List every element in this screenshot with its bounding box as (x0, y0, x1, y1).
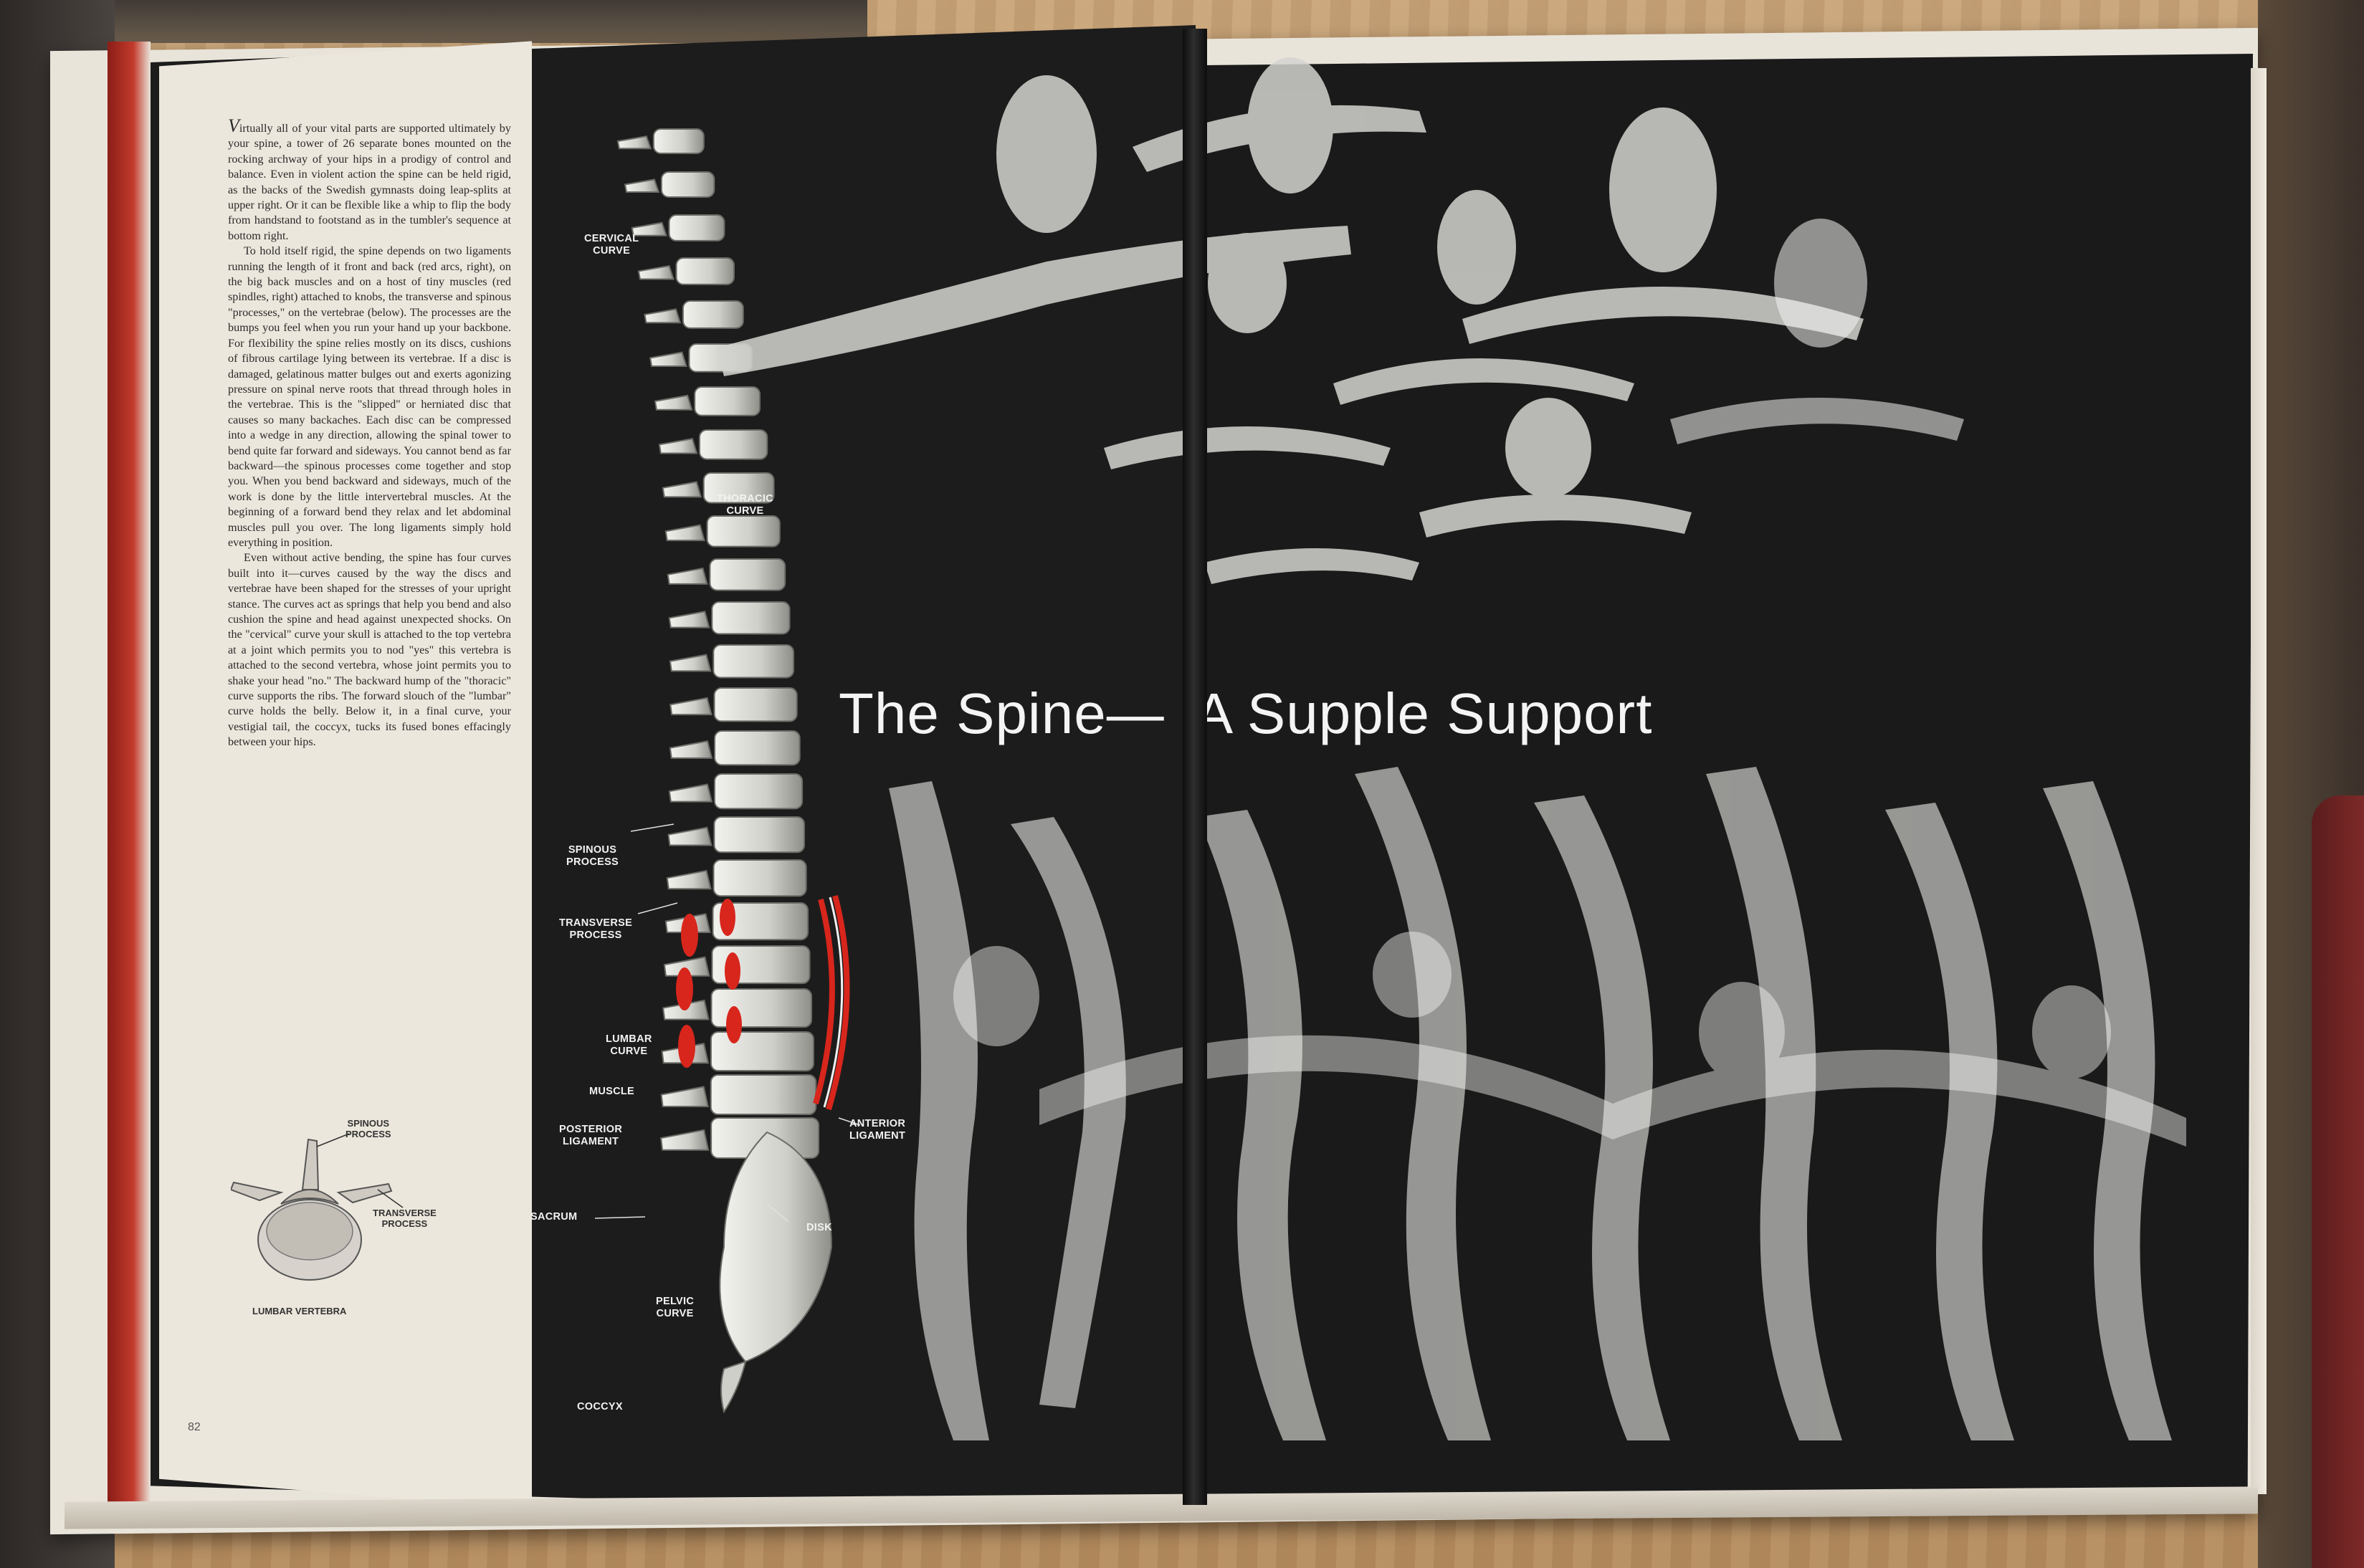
vertebra (713, 816, 806, 854)
vertebra (694, 386, 761, 416)
spinous-process-shape (663, 956, 710, 977)
vertebra (712, 859, 807, 897)
spinous-process-shape (669, 654, 712, 672)
spinous-process-shape (654, 394, 693, 411)
tumbler-sequence-photo (889, 767, 2186, 1440)
page-stack-edge (2251, 68, 2267, 1494)
spinous-process-shape (631, 221, 667, 236)
article-paragraph-1: Virtually all of your vital parts are su… (228, 115, 511, 242)
spinous-process-shape (637, 264, 675, 280)
vertebra (706, 515, 781, 548)
vertebra (709, 558, 786, 591)
vertebra (675, 257, 735, 285)
leaping-gymnasts-photo (717, 57, 1964, 584)
vertebra (702, 472, 775, 504)
spinous-process-shape (660, 1086, 709, 1108)
vertebra (713, 687, 798, 722)
headline: The Spine— A Supple Support (839, 682, 1653, 745)
vertebra (652, 128, 705, 154)
vertebra (711, 601, 791, 635)
article-paragraph-3: Even without active bending, the spine h… (228, 551, 511, 749)
spinous-process-shape (668, 783, 713, 803)
spinous-process-shape (662, 481, 702, 498)
spinous-process-shape (668, 611, 710, 628)
vertebra (712, 644, 795, 679)
inset-caption-lumbar-vertebra: LUMBAR VERTEBRA (252, 1306, 347, 1316)
vertebra (714, 730, 801, 766)
vertebra (668, 214, 725, 242)
spinous-process-shape (664, 524, 705, 542)
spinous-process-shape (667, 826, 712, 846)
vertebra (682, 300, 744, 329)
vertebra (710, 1074, 817, 1116)
spinous-process-shape (649, 351, 687, 368)
label-coccyx: COCCYX (577, 1401, 623, 1412)
drop-cap: V (228, 115, 239, 136)
magazine-gutter (1183, 29, 1207, 1505)
vertebra (660, 171, 715, 198)
spinous-process-shape (667, 567, 708, 585)
vertebra-drawing (229, 1133, 404, 1281)
spinous-process-shape (669, 740, 713, 759)
spine-drawing (594, 128, 861, 1414)
red-object-right (2312, 795, 2364, 1568)
page-number: 82 (188, 1421, 201, 1433)
article-paragraph-2: To hold itself rigid, the spine depends … (228, 244, 511, 549)
spinous-process-shape (624, 178, 660, 193)
spinous-process-shape (616, 135, 652, 150)
label-disk: DISK (806, 1222, 832, 1233)
spinous-process-shape (644, 308, 682, 324)
spinous-process-shape (666, 869, 712, 890)
label-muscle: MUSCLE (589, 1086, 635, 1097)
spinous-process-shape (658, 438, 698, 454)
vertebra (698, 429, 768, 460)
spinous-process-shape (669, 697, 712, 716)
magazine-spine-red-stripe (108, 42, 151, 1511)
article-body: Virtually all of your vital parts are su… (228, 115, 511, 750)
vertebra (712, 902, 809, 941)
vertebra (713, 773, 804, 810)
chair-back-top (115, 0, 867, 43)
label-sacrum: SACRUM (530, 1211, 578, 1223)
vertebra (710, 1031, 814, 1072)
spinous-process-shape (660, 1129, 710, 1151)
